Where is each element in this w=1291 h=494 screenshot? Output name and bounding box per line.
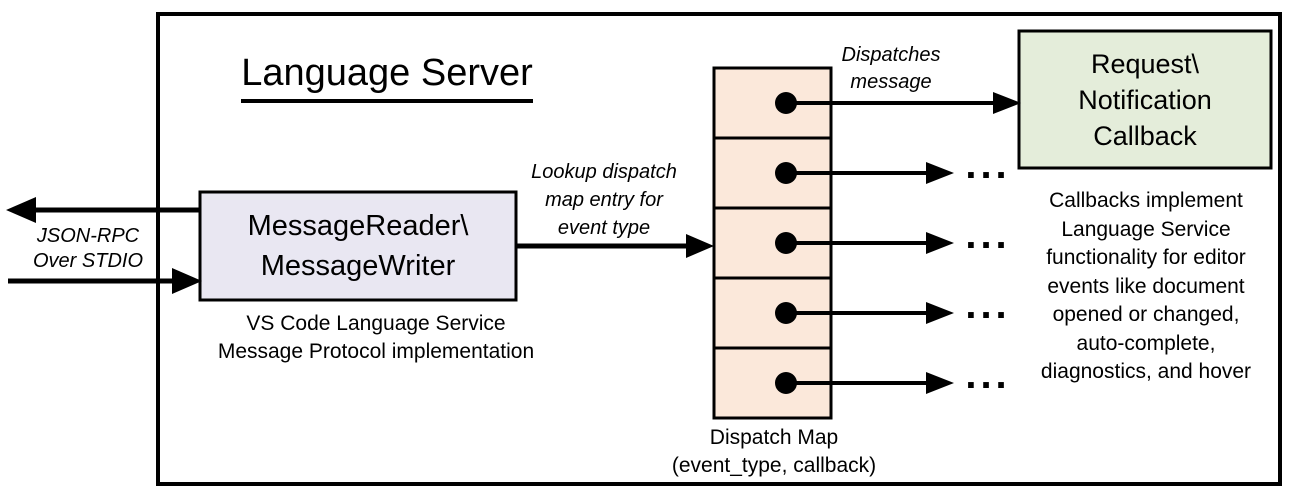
- stdout-arrow-head-icon: [6, 197, 36, 223]
- dispatch-dot-2: [775, 162, 797, 184]
- message-box-caption: VS Code Language Service Message Protoco…: [196, 310, 556, 366]
- message-box-line2: MessageWriter: [260, 250, 456, 282]
- callbacks-note-line1: Callbacks implement: [1049, 189, 1243, 212]
- dispatch-arrow-3-head-icon: [926, 232, 954, 254]
- dispatches-message-label: Dispatches message: [806, 42, 976, 96]
- callbacks-note-line2: Language Service: [1061, 217, 1231, 241]
- language-server-outer-box: [156, 12, 1282, 486]
- lookup-dispatch-label: Lookup dispatch map entry for event type: [504, 158, 704, 242]
- dispatch-arrow-2-head-icon: [926, 162, 954, 184]
- dispatch-dot-5: [775, 372, 797, 394]
- dispatch-arrow-5-head-icon: [926, 372, 954, 394]
- lookup-label-line2: map entry for: [545, 189, 663, 211]
- diagram-title: Language Server: [222, 52, 552, 103]
- diagram-title-text: Language Server: [241, 52, 533, 103]
- json-rpc-stdio-label: JSON-RPC Over STDIO: [8, 224, 168, 274]
- callbacks-note-line3: functionality for editor: [1046, 246, 1246, 269]
- dispatch-map-label-line1: Dispatch Map: [709, 426, 839, 449]
- callback-box-line2: Notification: [1078, 84, 1212, 115]
- callbacks-note-line6: auto-complete,: [1076, 331, 1216, 355]
- ellipsis-row-4: ...: [965, 283, 1011, 327]
- io-label-line2: Over STDIO: [32, 250, 143, 272]
- callback-box: Request\ Notification Callback: [1019, 31, 1271, 168]
- dispatch-dot-3: [775, 232, 797, 254]
- dispatch-arrow-4-head-icon: [926, 302, 954, 324]
- message-box-line1: MessageReader\: [247, 210, 469, 242]
- callback-box-line1: Request\: [1090, 48, 1200, 79]
- io-label-line1: JSON-RPC: [36, 225, 140, 247]
- dispatch-dot-1: [775, 92, 797, 114]
- ellipsis-row-2: ...: [965, 143, 1011, 187]
- callback-box-line3: Callback: [1093, 120, 1197, 151]
- message-caption-line1: VS Code Language Service: [246, 312, 506, 335]
- callbacks-note-line7: diagnostics, and hover: [1040, 360, 1252, 383]
- message-reader-writer-box-shape: [198, 190, 518, 302]
- lookup-arrow-head-icon: [686, 234, 714, 258]
- callback-box-shape: [1017, 29, 1273, 170]
- ellipsis-row-5: ...: [965, 353, 1011, 397]
- callbacks-note-line5: opened or changed,: [1052, 303, 1240, 326]
- callbacks-note: Callbacks implement Language Service fun…: [1011, 187, 1281, 387]
- dispatches-label-line2: message: [850, 71, 932, 93]
- message-caption-line2: Message Protocol implementation: [217, 340, 535, 363]
- dispatch-map-label-line2: (event_type, callback): [671, 454, 877, 477]
- message-reader-writer-box: MessageReader\ MessageWriter: [200, 192, 516, 300]
- dispatches-label-line1: Dispatches: [841, 44, 941, 66]
- stdin-arrow-head-icon: [172, 268, 202, 294]
- lookup-label-line1: Lookup dispatch: [531, 161, 677, 183]
- dispatch-map-label: Dispatch Map (event_type, callback): [644, 424, 904, 480]
- dispatch-dot-4: [775, 302, 797, 324]
- callbacks-note-line4: events like document: [1047, 274, 1245, 298]
- dispatch-arrow-1-head-icon: [993, 92, 1021, 114]
- lookup-label-line3: event type: [557, 217, 651, 239]
- ellipsis-row-3: ...: [965, 213, 1011, 257]
